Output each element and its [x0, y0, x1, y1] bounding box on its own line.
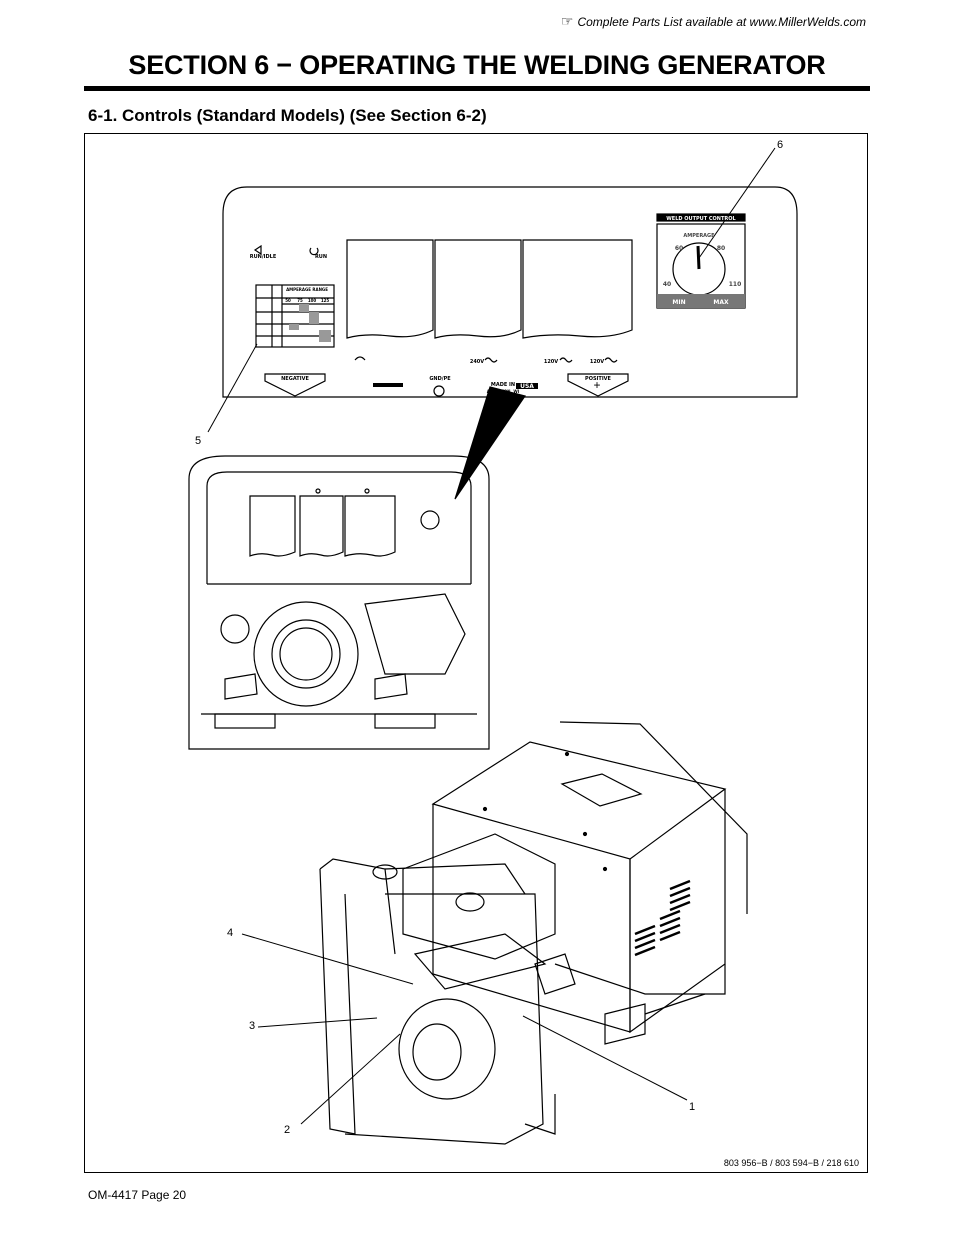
svg-text:240V: 240V: [470, 359, 484, 365]
svg-text:MAX: MAX: [713, 299, 729, 306]
pointing-hand-icon: ☞: [560, 13, 574, 29]
svg-text:100: 100: [308, 298, 317, 303]
svg-text:80: 80: [717, 245, 725, 252]
subsection-title: 6-1. Controls (Standard Models) (See Sec…: [88, 106, 487, 125]
callout-3: 3: [249, 1020, 256, 1032]
svg-text:120V: 120V: [544, 359, 558, 365]
svg-text:RUN/IDLE: RUN/IDLE: [250, 254, 277, 260]
svg-text:AMPERAGE: AMPERAGE: [683, 233, 715, 239]
front-view: [188, 455, 490, 750]
callout-6: 6: [777, 139, 784, 151]
svg-text:USA: USA: [520, 383, 534, 390]
svg-text:120V: 120V: [590, 359, 604, 365]
svg-text:MADE IN: MADE IN: [491, 382, 515, 388]
svg-text:NEGATIVE: NEGATIVE: [281, 376, 309, 382]
svg-text:WELD OUTPUT CONTROL: WELD OUTPUT CONTROL: [666, 216, 736, 222]
section-title: SECTION 6 − OPERATING THE WELDING GENERA…: [128, 50, 826, 80]
callout-5: 5: [195, 435, 202, 447]
page-footer: OM-4417 Page 20: [88, 1188, 187, 1202]
isometric-view: [319, 721, 748, 1145]
svg-text:60: 60: [675, 245, 683, 252]
svg-text:125: 125: [321, 298, 330, 303]
parts-list-note: ☞Complete Parts List available at www.Mi…: [561, 13, 866, 30]
callout-2: 2: [284, 1124, 291, 1136]
svg-text:+: +: [593, 378, 600, 392]
callout-1: 1: [689, 1101, 696, 1113]
svg-text:POSITIVE: POSITIVE: [585, 376, 612, 382]
svg-text:RUN: RUN: [315, 254, 327, 260]
controls-figure: +: [84, 133, 868, 1173]
title-rule: [84, 86, 870, 91]
svg-text:AMPERAGE RANGE: AMPERAGE RANGE: [286, 287, 328, 292]
svg-text:75: 75: [297, 298, 303, 303]
svg-text:APPLETON, WI: APPLETON, WI: [487, 389, 520, 394]
svg-text:50: 50: [285, 298, 291, 303]
svg-text:110: 110: [729, 281, 742, 288]
figure-reference: 803 956−B / 803 594−B / 218 610: [723, 1158, 859, 1168]
svg-text:GND/PE: GND/PE: [429, 376, 451, 382]
svg-text:40: 40: [663, 281, 671, 288]
projection-wedge: [454, 386, 526, 500]
leader-lines: [207, 147, 776, 1125]
generator-illustration: +: [188, 147, 798, 1145]
panel-labels: WELD OUTPUT CONTROL AMPERAGE 60 80 40 11…: [250, 216, 742, 394]
callout-4: 4: [227, 927, 234, 939]
svg-text:MIN: MIN: [672, 299, 685, 306]
parts-list-text: Complete Parts List available at www.Mil…: [577, 15, 866, 29]
control-panel-detail: +: [222, 186, 798, 398]
